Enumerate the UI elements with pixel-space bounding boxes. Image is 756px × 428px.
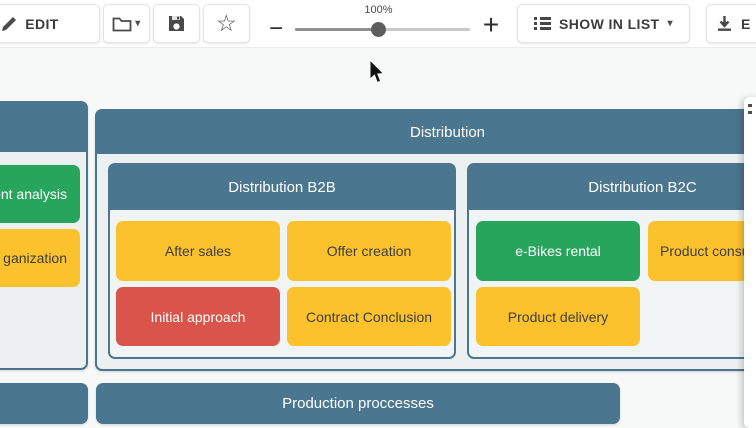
process-box[interactable]: ganization (0, 229, 80, 287)
export-button[interactable]: E (706, 4, 756, 43)
show-in-list-button[interactable]: SHOW IN LIST ▾ (517, 4, 690, 43)
save-button[interactable] (153, 4, 200, 43)
folder-icon (112, 16, 132, 32)
zoom-level-label: 100% (364, 4, 393, 16)
process-box[interactable]: After sales (116, 221, 280, 281)
edit-button-label: EDIT (25, 15, 59, 32)
production-section-header[interactable]: Production proccesses (96, 383, 620, 424)
process-box-label: Product consu (660, 243, 750, 259)
process-box[interactable]: e-Bikes rental (476, 221, 640, 281)
zoom-in-button[interactable]: + (482, 9, 500, 40)
process-box[interactable]: Offer creation (287, 221, 451, 281)
star-icon: ☆ (215, 10, 238, 36)
save-icon (167, 14, 186, 33)
process-box-label: Offer creation (326, 243, 412, 259)
process-box-label: Contract Conclusion (305, 308, 433, 325)
side-panel[interactable] (744, 97, 756, 428)
zoom-slider-fill (295, 28, 378, 31)
caret-down-icon: ▾ (667, 17, 673, 29)
favorite-button[interactable]: ☆ (203, 4, 250, 43)
distribution-b2c-header[interactable]: Distribution B2C (469, 165, 756, 210)
zoom-out-button[interactable]: − (268, 15, 283, 42)
download-icon (716, 15, 733, 33)
process-box-label: ganization (3, 250, 67, 266)
export-button-label: E (741, 15, 751, 32)
left-section-header[interactable] (0, 103, 86, 152)
pencil-icon (1, 16, 17, 32)
process-box[interactable]: Initial approach (116, 287, 280, 346)
process-box-label: ent analysis (0, 186, 67, 202)
caret-down-icon: ▾ (135, 17, 141, 29)
distribution-b2c-title: Distribution B2C (588, 179, 697, 196)
process-box-label: e-Bikes rental (515, 243, 601, 259)
toolbar: EDIT ▾ ☆ − 100% (0, 0, 756, 48)
panel-list-icon (748, 111, 752, 114)
distribution-section-header[interactable]: Distribution (97, 111, 756, 154)
production-section-title: Production proccesses (282, 395, 434, 412)
edit-button[interactable]: EDIT (0, 4, 100, 43)
process-box[interactable]: Contract Conclusion (287, 287, 451, 346)
show-in-list-label: SHOW IN LIST (559, 15, 660, 32)
distribution-b2b-header[interactable]: Distribution B2B (110, 165, 454, 210)
zoom-slider-thumb[interactable] (371, 22, 386, 37)
process-box[interactable]: ent analysis (0, 165, 80, 223)
process-box-label: After sales (164, 243, 232, 259)
process-box-label: Product delivery (507, 308, 609, 325)
panel-list-icon (748, 104, 752, 107)
distribution-section-title: Distribution (409, 124, 486, 141)
list-icon (534, 15, 552, 33)
process-box[interactable]: Product delivery (476, 287, 640, 346)
bottom-left-section-header[interactable] (0, 383, 88, 424)
diagram-canvas: ent analysis ganization Distribution Dis… (0, 47, 756, 428)
folder-button[interactable]: ▾ (103, 4, 150, 43)
process-box-label: Initial approach (150, 308, 246, 325)
process-box[interactable]: Product consu (648, 221, 756, 281)
distribution-b2b-title: Distribution B2B (228, 179, 336, 196)
